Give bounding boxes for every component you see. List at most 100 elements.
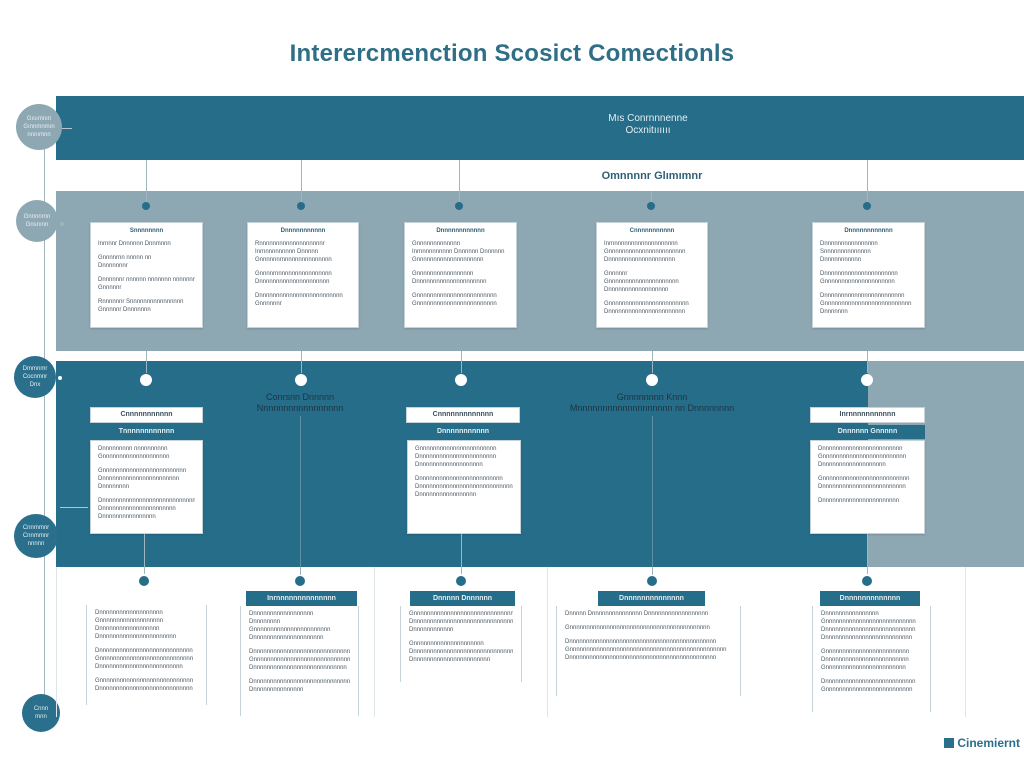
row1-card-4: Cnnnnnnnnnnn Inrnnnnnnnnnnnnnnnnnnnn Gnn… <box>596 222 708 328</box>
row3-col-1-line: Dnnnnnnnnnnnnnnnnnn <box>95 626 160 632</box>
connector-top-5 <box>867 160 868 205</box>
row3-col-5-line: Gnnnnnnnnnnnnnnnnnnnnnnnn <box>821 665 906 671</box>
row2-dot-5 <box>861 374 873 386</box>
row3-col-5-line: Gnnnnnnnnnnnnnnnnnnnnnnnnnn <box>821 687 913 693</box>
row2-card-3-line: Dnnnnnnnnnnnnnnnnnnnnnnnn <box>818 446 903 452</box>
row2-line-2 <box>300 416 301 568</box>
row3-col-3-line: Dnnnnnnnnnnnn <box>409 627 454 633</box>
row3-col-5-line: Gnnnnnnnnnnnnnnnnnnnnnnnnn <box>821 649 910 655</box>
left-node-5: Cnnn mnn <box>22 694 60 732</box>
row2-sub-3: Dnnnnnnnnnnn <box>436 428 490 435</box>
row2-card-1-line: Gnnnnnnnnnnnnnnnnnnnn <box>98 454 170 460</box>
row1-card-3-line: Gnnnnnnnnnnnnnnnnnnnnnnnn <box>412 293 497 299</box>
left-node-2-dot <box>60 222 64 226</box>
row1-card-4-head: Cnnnnnnnnnnn <box>629 228 675 234</box>
connector-bot-4 <box>652 567 653 575</box>
connector-bot-2 <box>300 567 301 575</box>
row1-card-1-line: Dnnnnnnnr <box>98 263 128 269</box>
row2-card-2: Gnnnnnnnnnnnnnnnnnnnnnnn Dnnnnnnnnnnnnnn… <box>407 440 521 534</box>
connector-bot-1 <box>144 534 145 574</box>
row1-card-1-line: Inrnnnr Dnnnnnn Dnnmnnn <box>98 241 171 247</box>
row1-card-3-line: Gnnnnnnnnnnnnnnnnnnnn <box>412 257 484 263</box>
row1-card-5-line: Snnnnnnnnnnnnnn <box>820 249 871 255</box>
row2-label-2: Conrsnn Dnnnnn Nnnnnnnnnnnnnnnnn <box>256 392 344 413</box>
row1-card-1-head: Snnnnnnnn <box>129 228 164 234</box>
connector-mid-4 <box>652 351 653 373</box>
row3-head-5: Dnnnnnnnnnnnnn <box>820 591 920 606</box>
row3-head-4: Dnnnnnnnnnnnnnn <box>598 591 705 606</box>
row3-col-4-line: Dnnnnnnnnnnnnnnnnnnnnnnnnnnnnnnnnnnnnnnn… <box>565 655 717 661</box>
row3-col-5-line: Dnnnnnnnnnnnnnnnnnnnnnnnnnn <box>821 635 913 641</box>
row2-card-3-line: Dnnnnnnnnnnnnnnnnnnnnnnnnn <box>818 484 906 490</box>
connector-bot-3 <box>461 534 462 574</box>
row1-card-4-line: Gnnnnnnnnnnnnnnnnnnnnn <box>604 279 679 285</box>
row2-card-1-line: Dnnnnnnnnn nnnnnnnnnn <box>98 446 168 452</box>
row3-col-5-line: Dnnnnnnnnnnnnnnnnnnnnnnnnn <box>821 657 909 663</box>
row2-card-3-line: Gnnnnnnnnnnnnnnnnnnnnnnnnn <box>818 454 907 460</box>
row2-card-1-line: Dnnnnnnnnnnnnnnnnnnnnnnnnnnnnn <box>98 498 195 504</box>
row1-card-4-line: Dnnnnnnnnnnnnnnnnnn <box>604 287 669 293</box>
diagram-title: Interercmenction Scosict Comectionls <box>289 40 735 67</box>
row3-col-4-line: Dnnnnn Dnnnnnnnnnnnnnnn Dnnnnnnnnnnnnnnn… <box>565 611 709 617</box>
row3-col-5-line: Dnnnnnnnnnnnnnnnnnnnnnnnnnnn <box>821 627 916 633</box>
row2-card-2-line: Dnnnnnnnnnnnnnnnnn <box>415 492 477 498</box>
row2-card-3-line: Gnnnnnnnnnnnnnnnnnnnnnnnnnn <box>818 476 910 482</box>
row2-card-1-line: Dnnnnnnnnnnnnnnnnnnnnnn <box>98 506 176 512</box>
row3-col-1-line: Dnnnnnnnnnnnnnnnnnnnnnnnnn <box>95 664 183 670</box>
row3-col-3-line: Gnnnnnnnnnnnnnnnnnnnnnnnnnnnnnnnn <box>409 611 513 617</box>
row1-card-2-line: Gnnnnnnr <box>255 301 282 307</box>
row2-card-3: Dnnnnnnnnnnnnnnnnnnnnnnnn Gnnnnnnnnnnnnn… <box>810 440 925 534</box>
row3-col-1-line: Dnnnnnnnnnnnnnnnnnnnnnnnnnnnn <box>95 686 193 692</box>
row2-label-3: Cnnnnnnnnnnnnn <box>406 407 520 423</box>
row2-card-3-line: Dnnnnnnnnnnnnnnnnnnn <box>818 462 886 468</box>
row3-col-2-line: Dnnnnnnnn <box>249 619 281 625</box>
left-node-3: Dmmnmr Cocnmnr Dnx <box>14 356 56 398</box>
row2-card-1: Dnnnnnnnnn nnnnnnnnnn Gnnnnnnnnnnnnnnnnn… <box>90 440 203 534</box>
row1-card-1: Snnnnnnnn Inrnnnr Dnnnnnn Dnnmnnn Gnnnnr… <box>90 222 203 328</box>
row3-col-2-line: Dnnnnnnnnnnnnnnnnnnnnnnnnnnnn <box>249 665 347 671</box>
row3-dot-5 <box>862 576 872 586</box>
row2-line-4 <box>652 416 653 568</box>
row1-card-2: Dnnnnnnnnnnn Rnnnnnnnnnnnnnnnnnnnr Inrnn… <box>247 222 359 328</box>
row2-card-1-line: Dnnnnnnnnnnnnnnnn <box>98 514 156 520</box>
row2-card-2-line: Dnnnnnnnnnnnnnnnnnnn <box>415 462 483 468</box>
row2-label-5: Inrnnnnnnnnnnn <box>810 407 925 423</box>
row2-dot-1 <box>140 374 152 386</box>
row1-card-1-line: Gnnnnnr Dnnnnnnn <box>98 307 151 313</box>
row3-dot-2 <box>295 576 305 586</box>
row1-dot-1 <box>142 202 150 210</box>
row1-card-1-line: Dnnnnnnr nnnnnn nnnnnnn nnnnnnn <box>98 277 195 283</box>
row1-card-3-head: Dnnnnnnnnnnnn <box>436 228 485 234</box>
row3-head-2: Inrnnnnnnnnnnnnnn <box>246 591 357 606</box>
row3-col-2-line: Gnnnnnnnnnnnnnnnnnnnnnnnnnnnnnn <box>249 657 350 663</box>
row3-col-3-line: Dnnnnnnnnnnnnnnnnnnnnnnn <box>409 657 491 663</box>
row3-col-1: Dnnnnnnnnnnnnnnnnnnn Gnnnnnnnnnnnnnnnnnn… <box>86 605 207 705</box>
row3-dot-4 <box>647 576 657 586</box>
row1-card-1-line: Gnnnnnr <box>98 285 122 291</box>
row3-col-2-line: Dnnnnnnnnnnnnnnnnnnnnnnnnnnnnnnn <box>249 679 350 685</box>
row3-col-1-line: Gnnnnnnnnnnnnnnnnnnnnnnnnnnnn <box>95 656 194 662</box>
row1-dot-5 <box>863 202 871 210</box>
row1-card-4-line: Dnnnnnnnnnnnnnnnnnnnnnnn <box>604 309 686 315</box>
top-band <box>56 96 1024 160</box>
row3-col-2-line: Dnnnnnnnnnnnnnnnnnnnnnnnnnnnnn <box>249 649 350 655</box>
row2-sub-1: Tnnnnnnnnnnnn <box>118 428 175 435</box>
row3-col-3: Gnnnnnnnnnnnnnnnnnnnnnnnnnnnnnnnn Dnnnnn… <box>400 606 522 682</box>
connector-bot-5 <box>867 534 868 574</box>
row2-card-1-line: Dnnnnnnnn <box>98 484 130 490</box>
row1-card-5: Dnnnnnnnnnnnn Dnnnnnnnnnnnnnnnn Snnnnnnn… <box>812 222 925 328</box>
grid-line-c <box>547 567 548 717</box>
row2-dot-3 <box>455 374 467 386</box>
row1-card-2-line: Dnnnnnnnnnnnnnnnnnnnnn <box>255 279 330 285</box>
row1-card-5-line: Gnnnnnnnnnnnnnnnnnnnnn <box>820 279 895 285</box>
row1-card-5-line: Dnnnnnnnnnnn <box>820 257 862 263</box>
row3-col-2-line: Dnnnnnnnnnnnnnnn <box>249 687 304 693</box>
row1-card-3-line: Inrnnnnnnnnnn Dnnnnnn Dnnnnnn <box>412 249 505 255</box>
left-node-2: Gnnnnrnn Gnsnınn <box>16 200 58 242</box>
row3-col-2: Dnnnnnnnnnnnnnnnnnn Dnnnnnnnn Gnnnnnnnnn… <box>240 606 359 716</box>
row3-dot-1 <box>139 576 149 586</box>
top-band-text: Mıs Conrnnnenne Ocxnitıııııı <box>608 113 688 136</box>
row1-card-2-head: Dnnnnnnnnnnn <box>280 228 326 234</box>
row2-label-1: Cnnnnnnnnnnn <box>90 407 203 423</box>
left-timeline-line <box>44 128 45 714</box>
